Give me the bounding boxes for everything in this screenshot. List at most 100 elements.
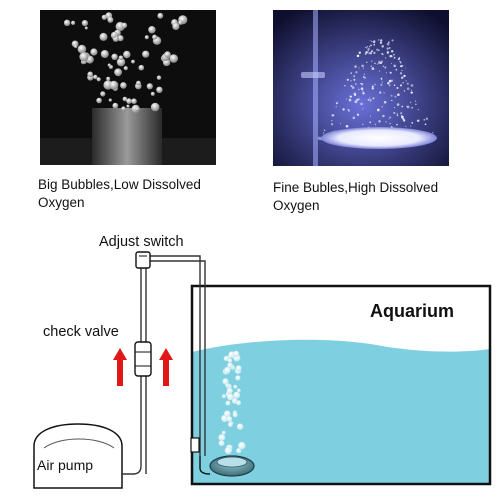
fine-bubble [417, 109, 419, 111]
diagram-bubble [218, 440, 225, 447]
big-bubble [99, 32, 108, 41]
fine-bubble [382, 65, 385, 67]
diagram-bubble [231, 398, 238, 404]
fine-bubble [330, 123, 334, 126]
fine-bubble [362, 92, 365, 95]
diagram-bubble [227, 422, 233, 428]
fine-bubble [349, 95, 352, 98]
fine-bubble [370, 40, 373, 42]
fine-bubble [356, 54, 360, 58]
fine-bubble [396, 123, 398, 126]
fine-bubble [362, 123, 364, 126]
fine-bubble [390, 79, 394, 82]
fine-bubble [386, 51, 389, 54]
fine-bubble [377, 39, 380, 41]
fine-bubble [369, 115, 372, 117]
fine-bubble [370, 44, 372, 47]
fine-bubble [411, 122, 414, 124]
big-bubbles-image [40, 10, 216, 165]
aquarium-outline [190, 284, 492, 486]
big-bubble [131, 98, 137, 104]
fine-bubble [351, 86, 355, 89]
big-bubble [156, 86, 163, 94]
fine-bubble [340, 123, 342, 125]
fine-bubble [380, 83, 383, 86]
fine-bubble [355, 71, 358, 74]
big-bubble [96, 77, 101, 82]
fine-bubble [353, 78, 356, 81]
tube-clip [301, 72, 325, 78]
air-pump-lid-line [43, 438, 115, 449]
check-valve-label: check valve [43, 324, 119, 340]
fine-bubble [380, 77, 383, 80]
big-bubble [148, 26, 156, 34]
big-bubble [156, 75, 162, 80]
big-bubble [142, 50, 150, 58]
fine-bubble [358, 88, 360, 91]
fine-bubble [346, 78, 349, 81]
diagram-bubble [221, 394, 227, 399]
fine-bubble [358, 67, 360, 69]
fine-bubble [346, 98, 348, 100]
adjust-switch-label: Adjust switch [99, 234, 184, 250]
fine-bubble [415, 103, 417, 105]
big-bubble [169, 54, 178, 63]
air-pump [33, 423, 123, 489]
big-bubble [164, 51, 171, 58]
fine-bubbles-caption-line2: Oxygen [273, 198, 320, 213]
big-bubble [136, 80, 141, 86]
fine-bubble [354, 65, 357, 68]
fine-bubble [406, 87, 410, 91]
big-bubble [79, 52, 89, 62]
big-bubble [100, 91, 106, 97]
fine-bubble [358, 51, 361, 54]
fine-bubble [371, 60, 373, 62]
big-bubble [121, 22, 128, 29]
diagram-bubble [232, 412, 238, 418]
fine-bubble [363, 73, 366, 75]
big-bubble [118, 55, 124, 61]
fine-bubble [373, 41, 375, 43]
big-bubble [112, 34, 116, 38]
fine-bubble [374, 83, 376, 86]
diagram-bubble [232, 350, 240, 358]
fine-bubble [371, 87, 375, 90]
fine-bubble [331, 120, 333, 122]
fine-bubble [376, 108, 380, 112]
big-bubble [150, 102, 160, 112]
big-bubble [87, 71, 93, 78]
fine-bubble [425, 117, 429, 120]
fine-bubble [397, 58, 400, 61]
fine-bubble [395, 68, 398, 71]
fine-bubble [401, 115, 403, 117]
fine-bubble [371, 85, 374, 88]
fine-bubble [379, 91, 382, 94]
fine-bubble [410, 91, 413, 94]
fine-bubble [405, 125, 407, 128]
big-bubble [81, 20, 88, 27]
airflow-arrow-left [113, 348, 127, 386]
fine-bubble [363, 76, 366, 79]
glass-tube [313, 10, 318, 166]
fine-bubble [360, 82, 362, 85]
big-bubbles [63, 12, 188, 114]
fine-bubble [353, 93, 357, 96]
fine-bubble [374, 62, 376, 65]
fine-bubble [335, 102, 338, 105]
fine-bubble [323, 132, 325, 134]
fine-bubble [396, 115, 399, 117]
big-bubble [108, 98, 112, 102]
fine-bubble [385, 72, 388, 74]
big-bubble [135, 107, 140, 112]
fine-bubble [383, 92, 385, 94]
big-bubble [122, 96, 128, 102]
fine-bubble [344, 85, 346, 87]
diagram-bubble [223, 410, 231, 418]
big-bubble [63, 19, 71, 26]
fine-bubble [401, 64, 404, 67]
fine-bubble [389, 71, 392, 74]
fine-bubbles-caption-line1: Fine Bubles,High Dissolved [273, 180, 439, 195]
fine-bubble [393, 64, 396, 68]
big-bubble [107, 16, 114, 23]
